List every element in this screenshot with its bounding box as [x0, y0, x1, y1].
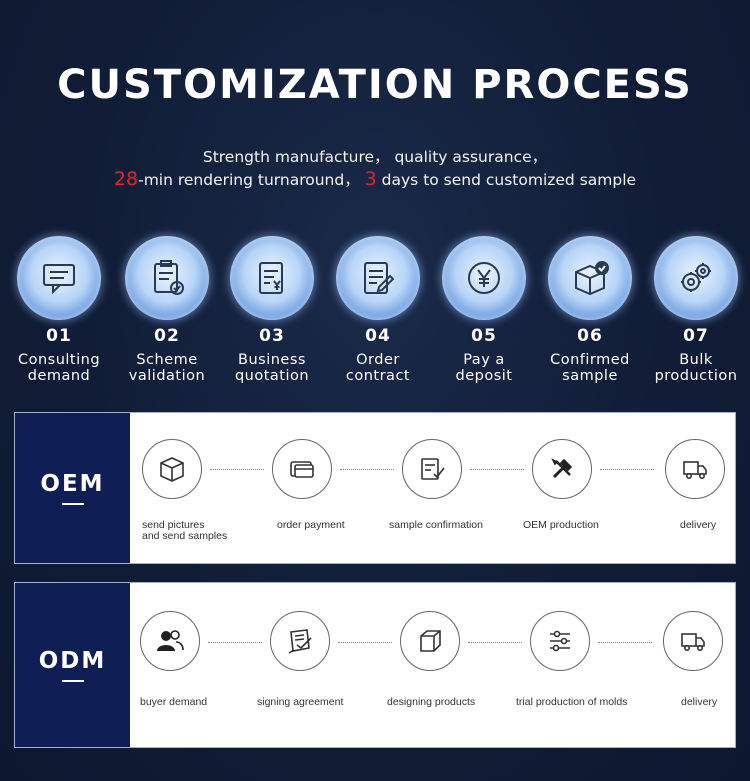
- users-icon: [157, 630, 184, 651]
- cube-icon: [420, 630, 441, 652]
- document-pen-icon: [364, 262, 395, 294]
- box-icon: [160, 457, 184, 482]
- clipboard-check-icon: [154, 260, 184, 295]
- box-check-icon: [575, 261, 609, 296]
- oem-step-production: [532, 439, 592, 499]
- truck-icon: [681, 633, 705, 651]
- chat-icon: [43, 264, 75, 295]
- odm-tag: ODM: [15, 583, 130, 747]
- credit-card-icon: [290, 461, 314, 478]
- oem-step-order-payment: [272, 439, 332, 499]
- odm-step-buyer-demand: [140, 611, 200, 671]
- tools-icon: [551, 458, 573, 479]
- odm-panel: ODM buyer demand signing agreement desig…: [14, 582, 736, 748]
- yen-coin-icon: [468, 262, 500, 294]
- turnaround-minutes: 28: [113, 168, 139, 190]
- odm-step-delivery: [663, 611, 723, 671]
- odm-step-designing-products: [400, 611, 460, 671]
- oem-tag: OEM: [15, 413, 130, 563]
- agreement-icon: [288, 629, 312, 654]
- sliders-icon: [550, 630, 570, 652]
- gears-icon: [681, 263, 711, 292]
- odm-step-signing-agreement: [270, 611, 330, 671]
- subtitle-line-2: 28-min rendering turnaround， 3 days to s…: [113, 168, 637, 190]
- truck-icon: [683, 461, 707, 479]
- odm-step-trial-production: [530, 611, 590, 671]
- document-check-icon: [421, 458, 445, 480]
- oem-step-delivery: [665, 439, 725, 499]
- oem-step-sample-confirmation: [402, 439, 462, 499]
- page-title: CUSTOMIZATION PROCESS: [57, 62, 693, 108]
- sample-days: 3: [364, 168, 377, 190]
- oem-step-send-samples: [142, 439, 202, 499]
- document-yen-icon: [259, 262, 283, 294]
- subtitle-line-1: Strength manufacture， quality assurance，: [202, 148, 548, 166]
